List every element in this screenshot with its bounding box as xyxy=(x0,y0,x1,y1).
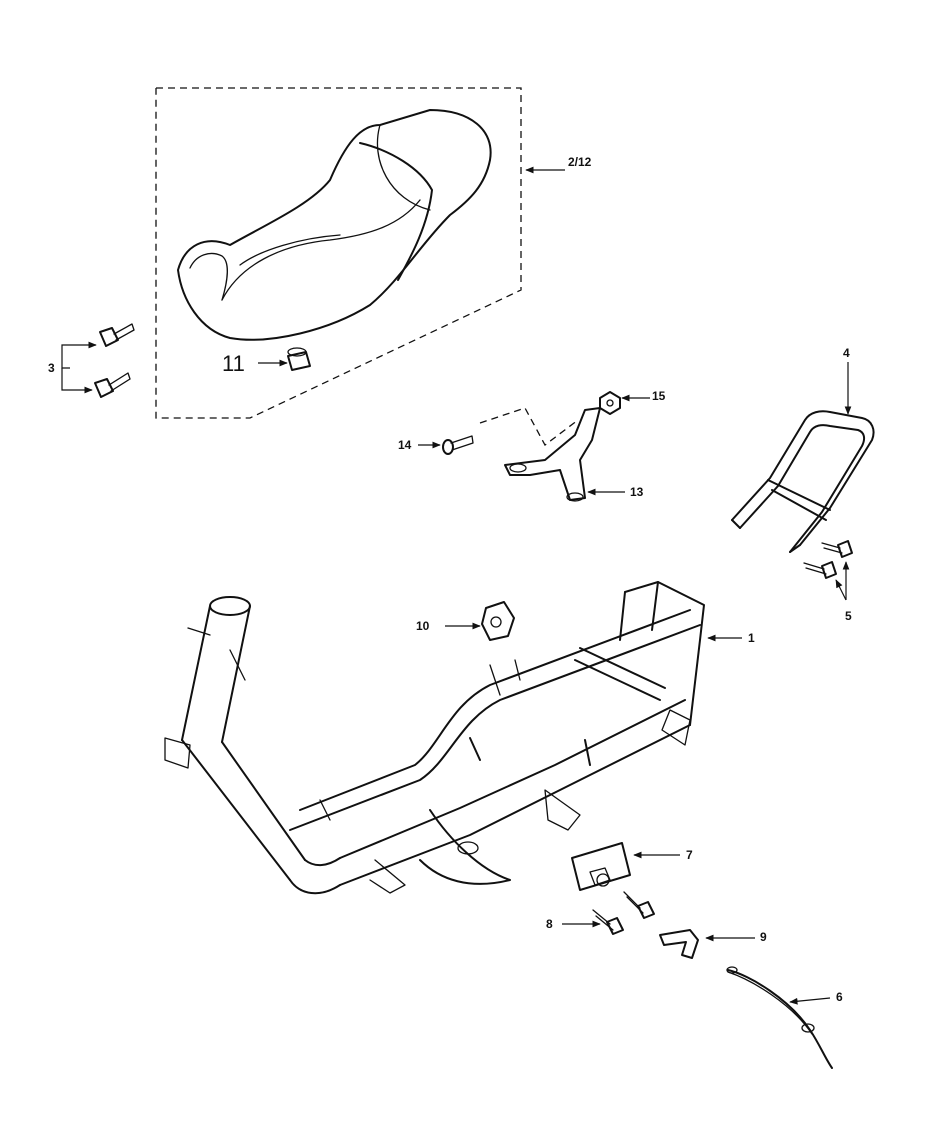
label-1: 1 xyxy=(748,631,755,645)
label-11: 11 xyxy=(222,351,245,376)
grab-handle-part-4[interactable] xyxy=(731,410,875,553)
label-8: 8 xyxy=(546,917,553,931)
leader-6 xyxy=(789,997,831,1005)
bolt-5a xyxy=(821,540,853,558)
bolt-3b xyxy=(94,372,131,398)
bracket-assembly-group: 13 14 15 xyxy=(398,389,666,502)
label-10: 10 xyxy=(416,619,430,633)
cushion-part-11[interactable]: 11 xyxy=(222,347,311,376)
label-13: 13 xyxy=(630,485,644,499)
leader-3a xyxy=(61,341,97,369)
leader-3b xyxy=(61,368,93,394)
mount-part-10[interactable] xyxy=(481,601,515,641)
bolt-8b xyxy=(623,891,655,919)
frame-part-1[interactable] xyxy=(164,581,705,895)
label-3: 3 xyxy=(48,361,55,375)
label-7: 7 xyxy=(686,848,693,862)
leader-5a xyxy=(835,579,847,601)
clip-part-9[interactable] xyxy=(659,929,699,959)
bracket-part-13[interactable] xyxy=(504,407,601,502)
nut-part-15[interactable] xyxy=(599,391,621,415)
bolts-part-8[interactable] xyxy=(592,891,655,935)
bolt-3a xyxy=(99,323,135,347)
label-2-12: 2/12 xyxy=(568,155,592,169)
bolts-part-5[interactable]: 5 xyxy=(803,540,853,623)
seat-assembly-group: 2/12 xyxy=(155,87,592,419)
seat-part[interactable] xyxy=(177,109,492,341)
stand-bracket-part-7[interactable] xyxy=(571,842,631,891)
label-4: 4 xyxy=(843,346,850,360)
label-5: 5 xyxy=(845,609,852,623)
label-6: 6 xyxy=(836,990,843,1004)
label-15: 15 xyxy=(652,389,666,403)
bolts-part-3[interactable]: 3 xyxy=(48,323,135,398)
bolt-5b xyxy=(803,561,837,579)
label-9: 9 xyxy=(760,930,767,944)
cable-part-6[interactable] xyxy=(726,966,833,1069)
screw-part-14[interactable] xyxy=(442,435,474,455)
bolt-8a xyxy=(592,909,624,935)
seat-dashed-outline xyxy=(155,87,522,419)
label-14: 14 xyxy=(398,438,412,452)
bracket-dashed-link xyxy=(479,407,579,446)
